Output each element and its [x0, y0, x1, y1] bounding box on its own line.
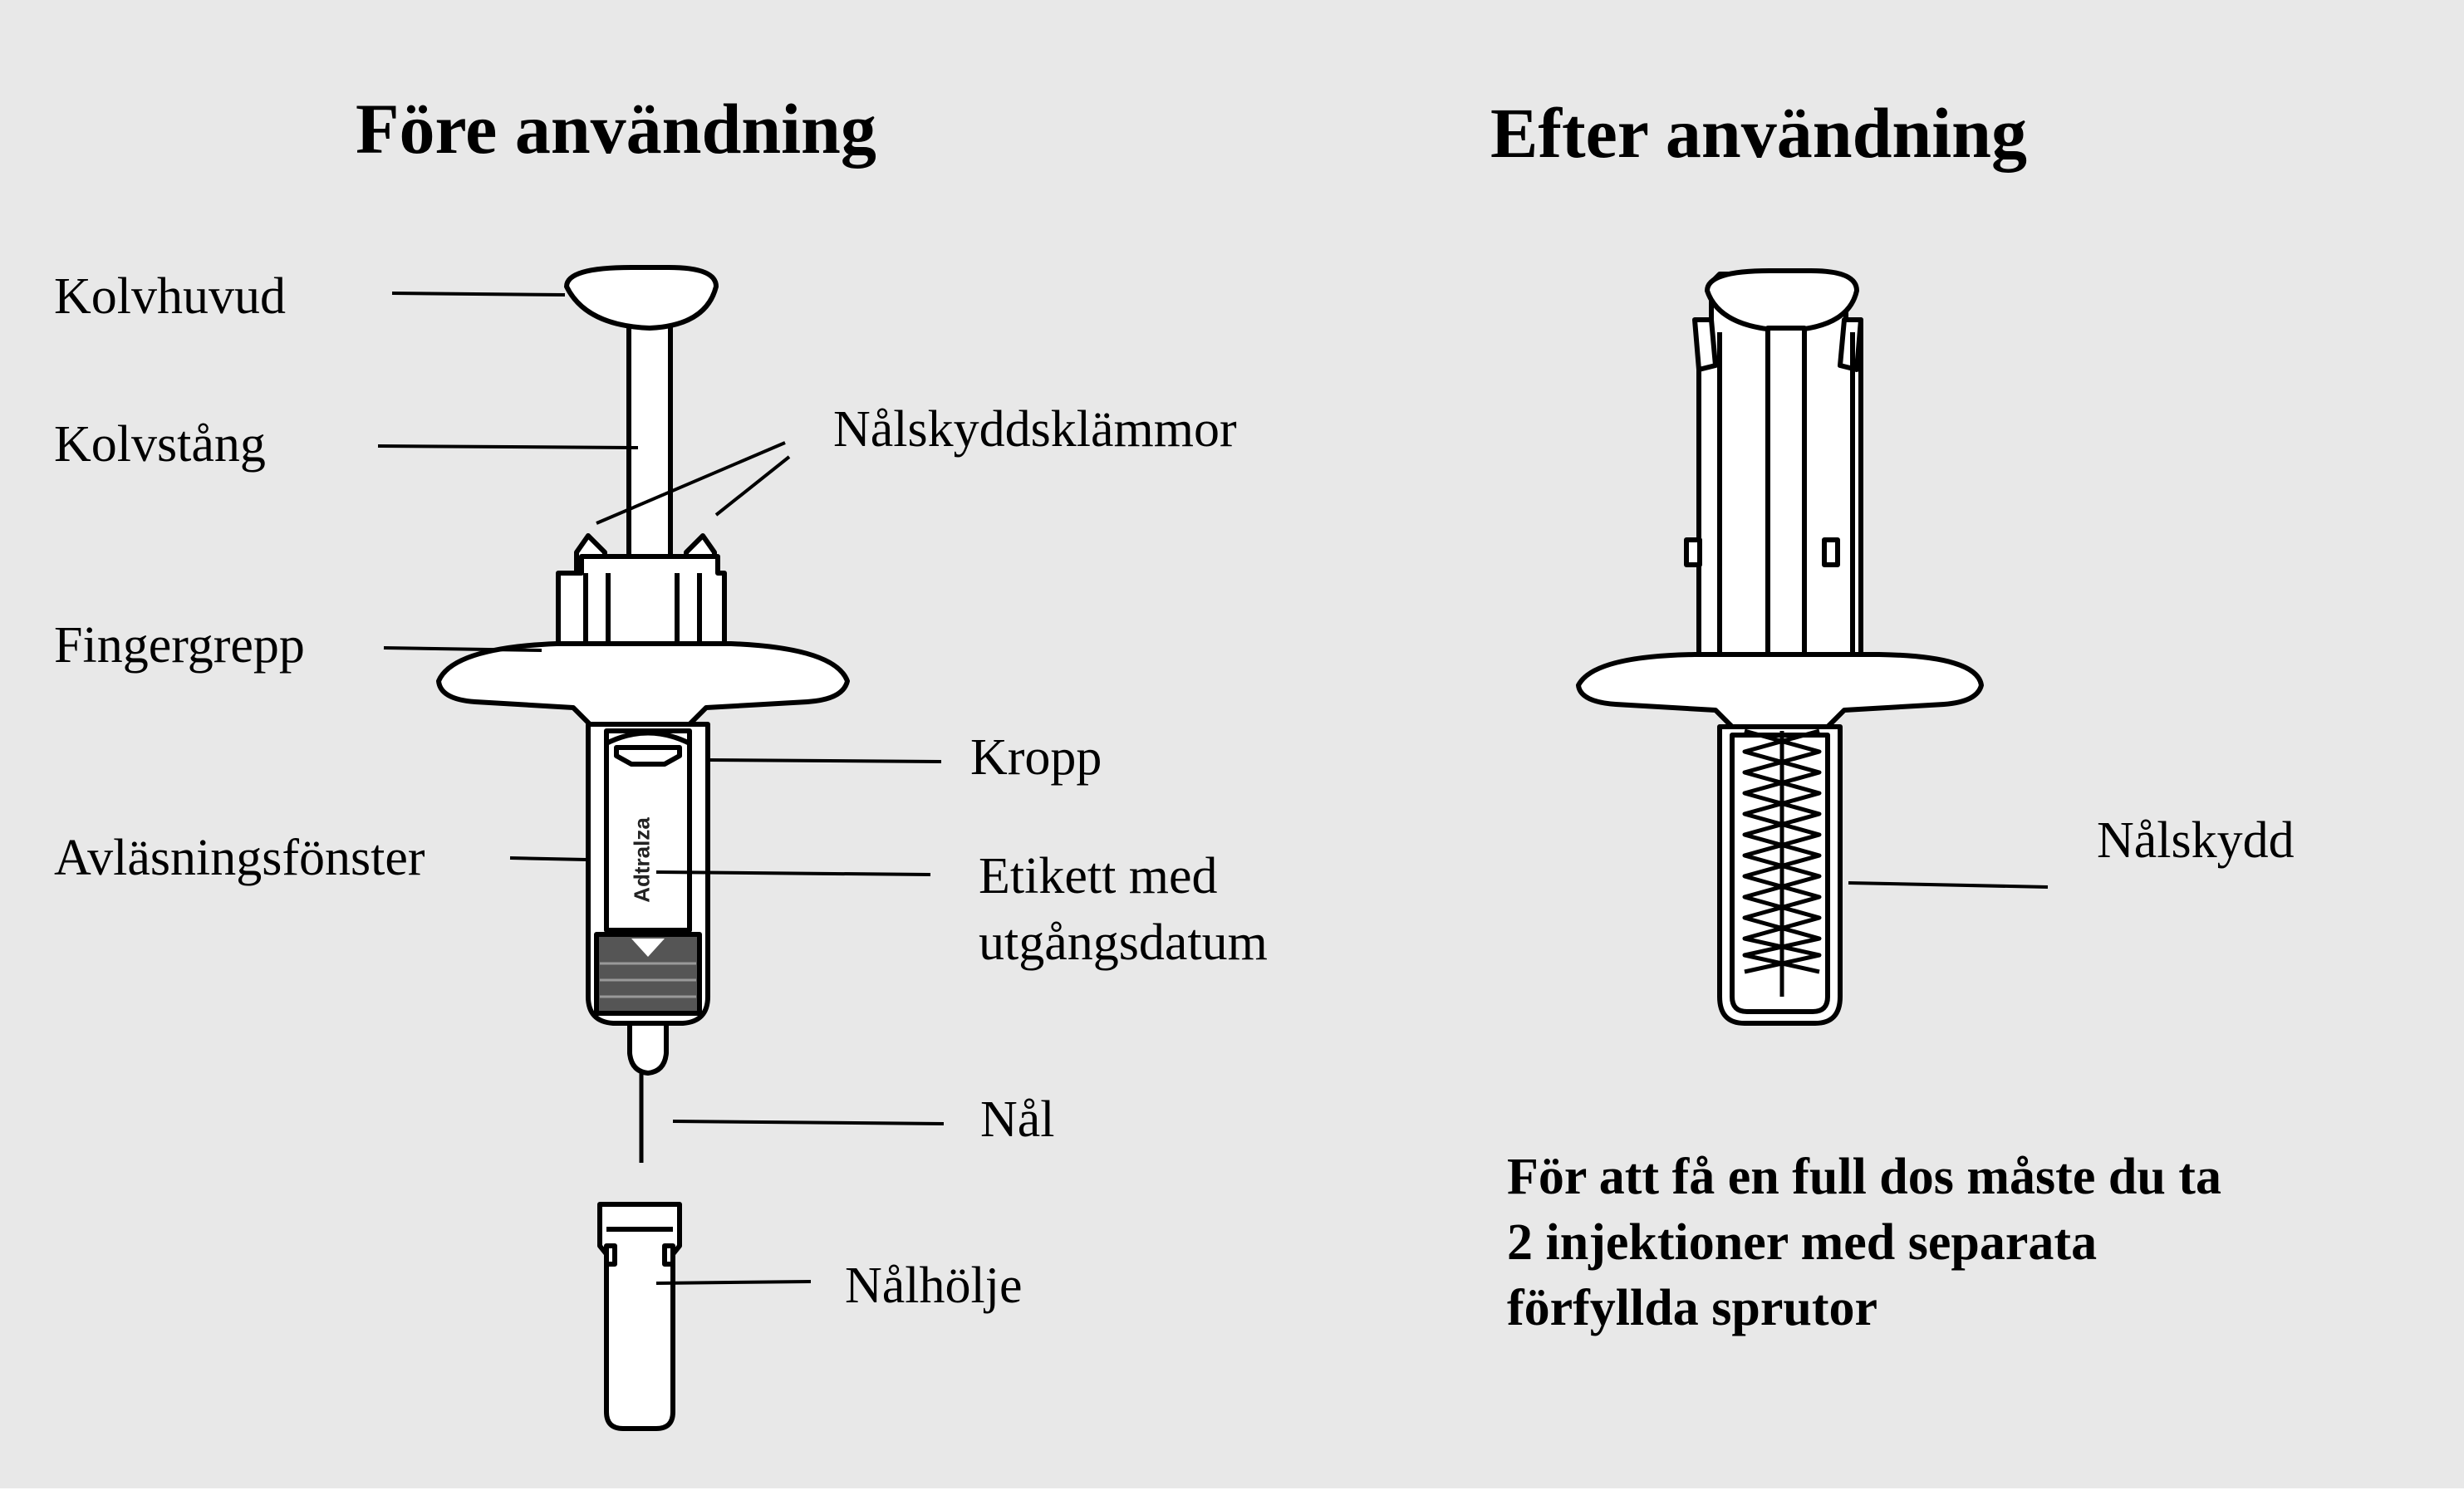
label-guard-clips: Nålskyddsklämmor	[833, 401, 1237, 458]
label-needle: Nål	[980, 1091, 1055, 1148]
label-expiry-label-line1: Etikett med	[979, 848, 1218, 904]
label-plunger-rod: Kolvstång	[54, 416, 266, 473]
label-expiry-label-line2: utgångsdatum	[979, 914, 1268, 971]
label-needle-guard: Nålskydd	[2097, 812, 2295, 869]
label-viewing-window: Avläsningsfönster	[54, 830, 425, 886]
viewing-window	[604, 728, 692, 933]
needle-guard-spring	[1742, 728, 1822, 974]
label-body: Kropp	[970, 729, 1102, 786]
leader-lines-before	[377, 292, 945, 1285]
syringe-stopper	[614, 745, 682, 767]
label-needle-cover: Nålhölje	[845, 1257, 1023, 1314]
dose-note-line-2: 2 injektioner med separata	[1507, 1214, 2098, 1271]
after-use-heading: Efter användning	[1490, 93, 2027, 173]
dose-note: För att få en full dos måste du ta 2 inj…	[1507, 1145, 2338, 1341]
syringe-brand-label: Adtralza	[629, 817, 655, 903]
syringe-before-use	[436, 265, 850, 1431]
leader-line-needle-guard	[1848, 881, 2049, 889]
needle-hub	[627, 1021, 669, 1076]
finger-grip	[436, 641, 850, 727]
plunger-rod-after	[1765, 326, 1807, 688]
needle-cover	[597, 1202, 682, 1431]
syringe-collar	[556, 554, 727, 646]
guard-side-tab-left	[1692, 317, 1718, 372]
dose-note-line-3: förfyllda sprutor	[1507, 1280, 1878, 1336]
before-use-heading: Före användning	[356, 89, 876, 169]
dose-note-line-1: För att få en full dos måste du ta	[1507, 1149, 2221, 1205]
plunger-head	[564, 265, 719, 331]
label-plunger-head: Kolvhuvud	[54, 268, 286, 325]
syringe-after-use	[1576, 268, 1984, 1026]
label-finger-grip: Fingergrepp	[54, 617, 305, 674]
finger-grip-after	[1576, 652, 1984, 729]
plunger-head-after	[1705, 268, 1859, 333]
